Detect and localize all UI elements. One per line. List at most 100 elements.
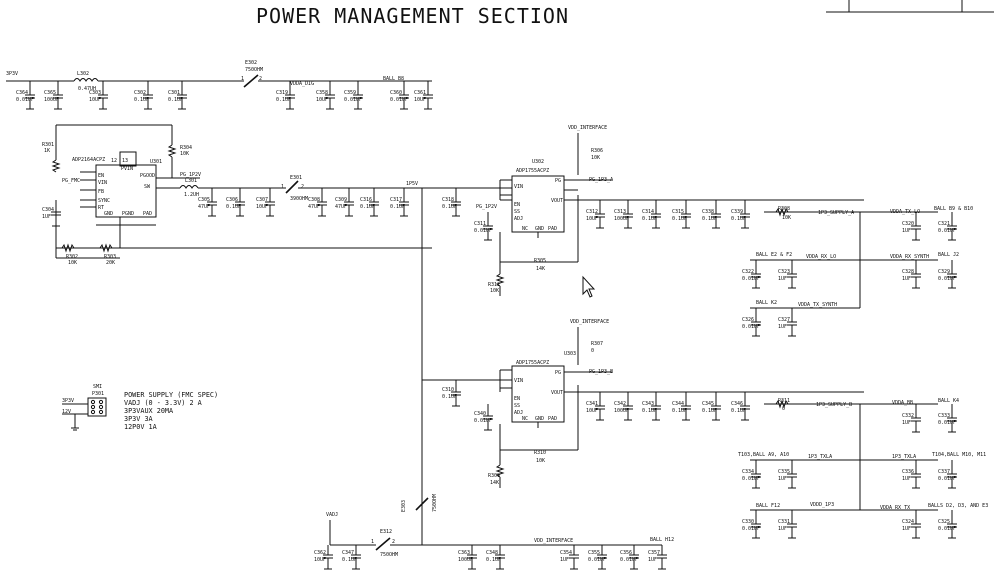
p301-label: SMI: [93, 384, 102, 390]
u301-fb: FB: [98, 189, 104, 195]
vdda-tx-lo-label: VDDA_TX_LO: [890, 209, 920, 215]
cap-value: 0.1UF: [672, 216, 687, 222]
u303-ss: SS: [514, 403, 520, 409]
cap-ref: C320: [902, 221, 914, 227]
cap-ref: C355: [588, 550, 600, 556]
cap-ref: C314: [642, 209, 654, 215]
l301-value: 1.2UH: [184, 192, 199, 198]
cap-ref: C337: [938, 469, 950, 475]
u303-part: ADP1755ACPZ: [516, 360, 549, 366]
u302-vin: VIN: [514, 184, 523, 190]
title-block-corner: [826, 0, 994, 13]
cap-ref: C343: [642, 401, 654, 407]
r307-ref: R308: [778, 206, 790, 212]
power-supply-notes: POWER SUPPLY (FMC SPEC) VADJ (0 - 3.3V) …: [124, 391, 218, 431]
u301-pgnd: PGND: [122, 211, 134, 217]
r308-value: 14K: [490, 480, 499, 486]
supply-b-tree: R311 0 1P3_SUPPLY_B VDDA_BB BALL K4 T103…: [738, 398, 988, 511]
cap-ref: C354: [560, 550, 572, 556]
u302-ref: U302: [532, 159, 544, 165]
cap-ref: C338: [702, 209, 714, 215]
cap-ref: C325: [938, 519, 950, 525]
bead-e302: E302 750OHM 1 2: [241, 60, 263, 88]
e301-value: 390OHM: [290, 196, 308, 202]
vdda-bb-label: VDDA_BB: [892, 400, 913, 406]
cap-ref: C336: [902, 469, 914, 475]
r301-ref: R301: [42, 142, 54, 148]
cap-ref: C316: [360, 197, 372, 203]
ball-f12-label: BALL F12: [756, 503, 780, 509]
u303-gnd: GND: [535, 416, 544, 422]
ball-e2-f2-label: BALL E2 & F2: [756, 252, 792, 258]
r312-ref: R312: [488, 282, 500, 288]
cap-value: 0.01UF: [938, 526, 956, 532]
cap-value: 47UF: [198, 204, 210, 210]
cap-ref: C342: [614, 401, 626, 407]
cap-value: 47UF: [308, 204, 320, 210]
cap-ref: C346: [731, 401, 743, 407]
cap-value: 1UF: [778, 476, 787, 482]
page-title: POWER MANAGEMENT SECTION: [256, 4, 569, 28]
pg-1p2-label: PG_1P2V: [180, 172, 201, 178]
cap-ref: C305: [198, 197, 210, 203]
e301-pin2: 2: [301, 184, 304, 190]
cap-ref: C345: [702, 401, 714, 407]
cap-value: 0.1UF: [360, 204, 375, 210]
vdda-tx-synth-label: VDDA_TX_SYNTH: [798, 302, 837, 308]
p301-ref: P301: [92, 391, 104, 397]
cap-value: 0.1UF: [442, 204, 457, 210]
e312-value: 750OHM: [380, 552, 398, 558]
cap-ref: C327: [778, 317, 790, 323]
u303-pg: PG: [555, 370, 561, 376]
u301-pg-label: PG_FMC: [62, 178, 80, 184]
cap-ref: C301: [168, 90, 180, 96]
cap-ref: C334: [742, 469, 754, 475]
cap-value: 1UF: [902, 276, 911, 282]
u301-sw: SW: [144, 184, 151, 190]
cap-value: 1UF: [42, 214, 51, 220]
cap-ref: C321: [938, 221, 950, 227]
u301-pvin: PVIN: [121, 166, 133, 172]
u303-en: EN: [514, 396, 520, 402]
cap-value: 0.01UF: [742, 276, 760, 282]
cap-ref: C344: [672, 401, 684, 407]
net-label-3p3v: 3P3V: [6, 71, 18, 77]
cap-ref: C315: [672, 209, 684, 215]
cap-value: 0.01UF: [474, 418, 492, 424]
cap-ref: C361: [414, 90, 426, 96]
cap-value: 0.01UF: [16, 97, 34, 103]
r303-value: 20K: [106, 260, 115, 266]
cap-value: 0.01UF: [938, 476, 956, 482]
cap-value: 1UF: [902, 228, 911, 234]
ball-b8-label: BALL B8: [383, 76, 404, 82]
cap-value: 0.01UF: [588, 557, 606, 563]
cap-value: 0.1UF: [642, 216, 657, 222]
cap-ref: C304: [42, 207, 54, 213]
cap-ref: C309: [335, 197, 347, 203]
u303-ldo: U303 ADP1755ACPZ VIN EN SS ADJ PG VOUT N…: [422, 319, 864, 488]
cap-ref: C312: [586, 209, 598, 215]
vdda-rx-synth-label: VDDA_RX_SYNTH: [890, 254, 929, 260]
cap-value: 10UF: [256, 204, 268, 210]
u302-adj: ADJ: [514, 216, 523, 222]
cap-value: 1UF: [648, 557, 657, 563]
l302-ref: L302: [77, 71, 89, 77]
